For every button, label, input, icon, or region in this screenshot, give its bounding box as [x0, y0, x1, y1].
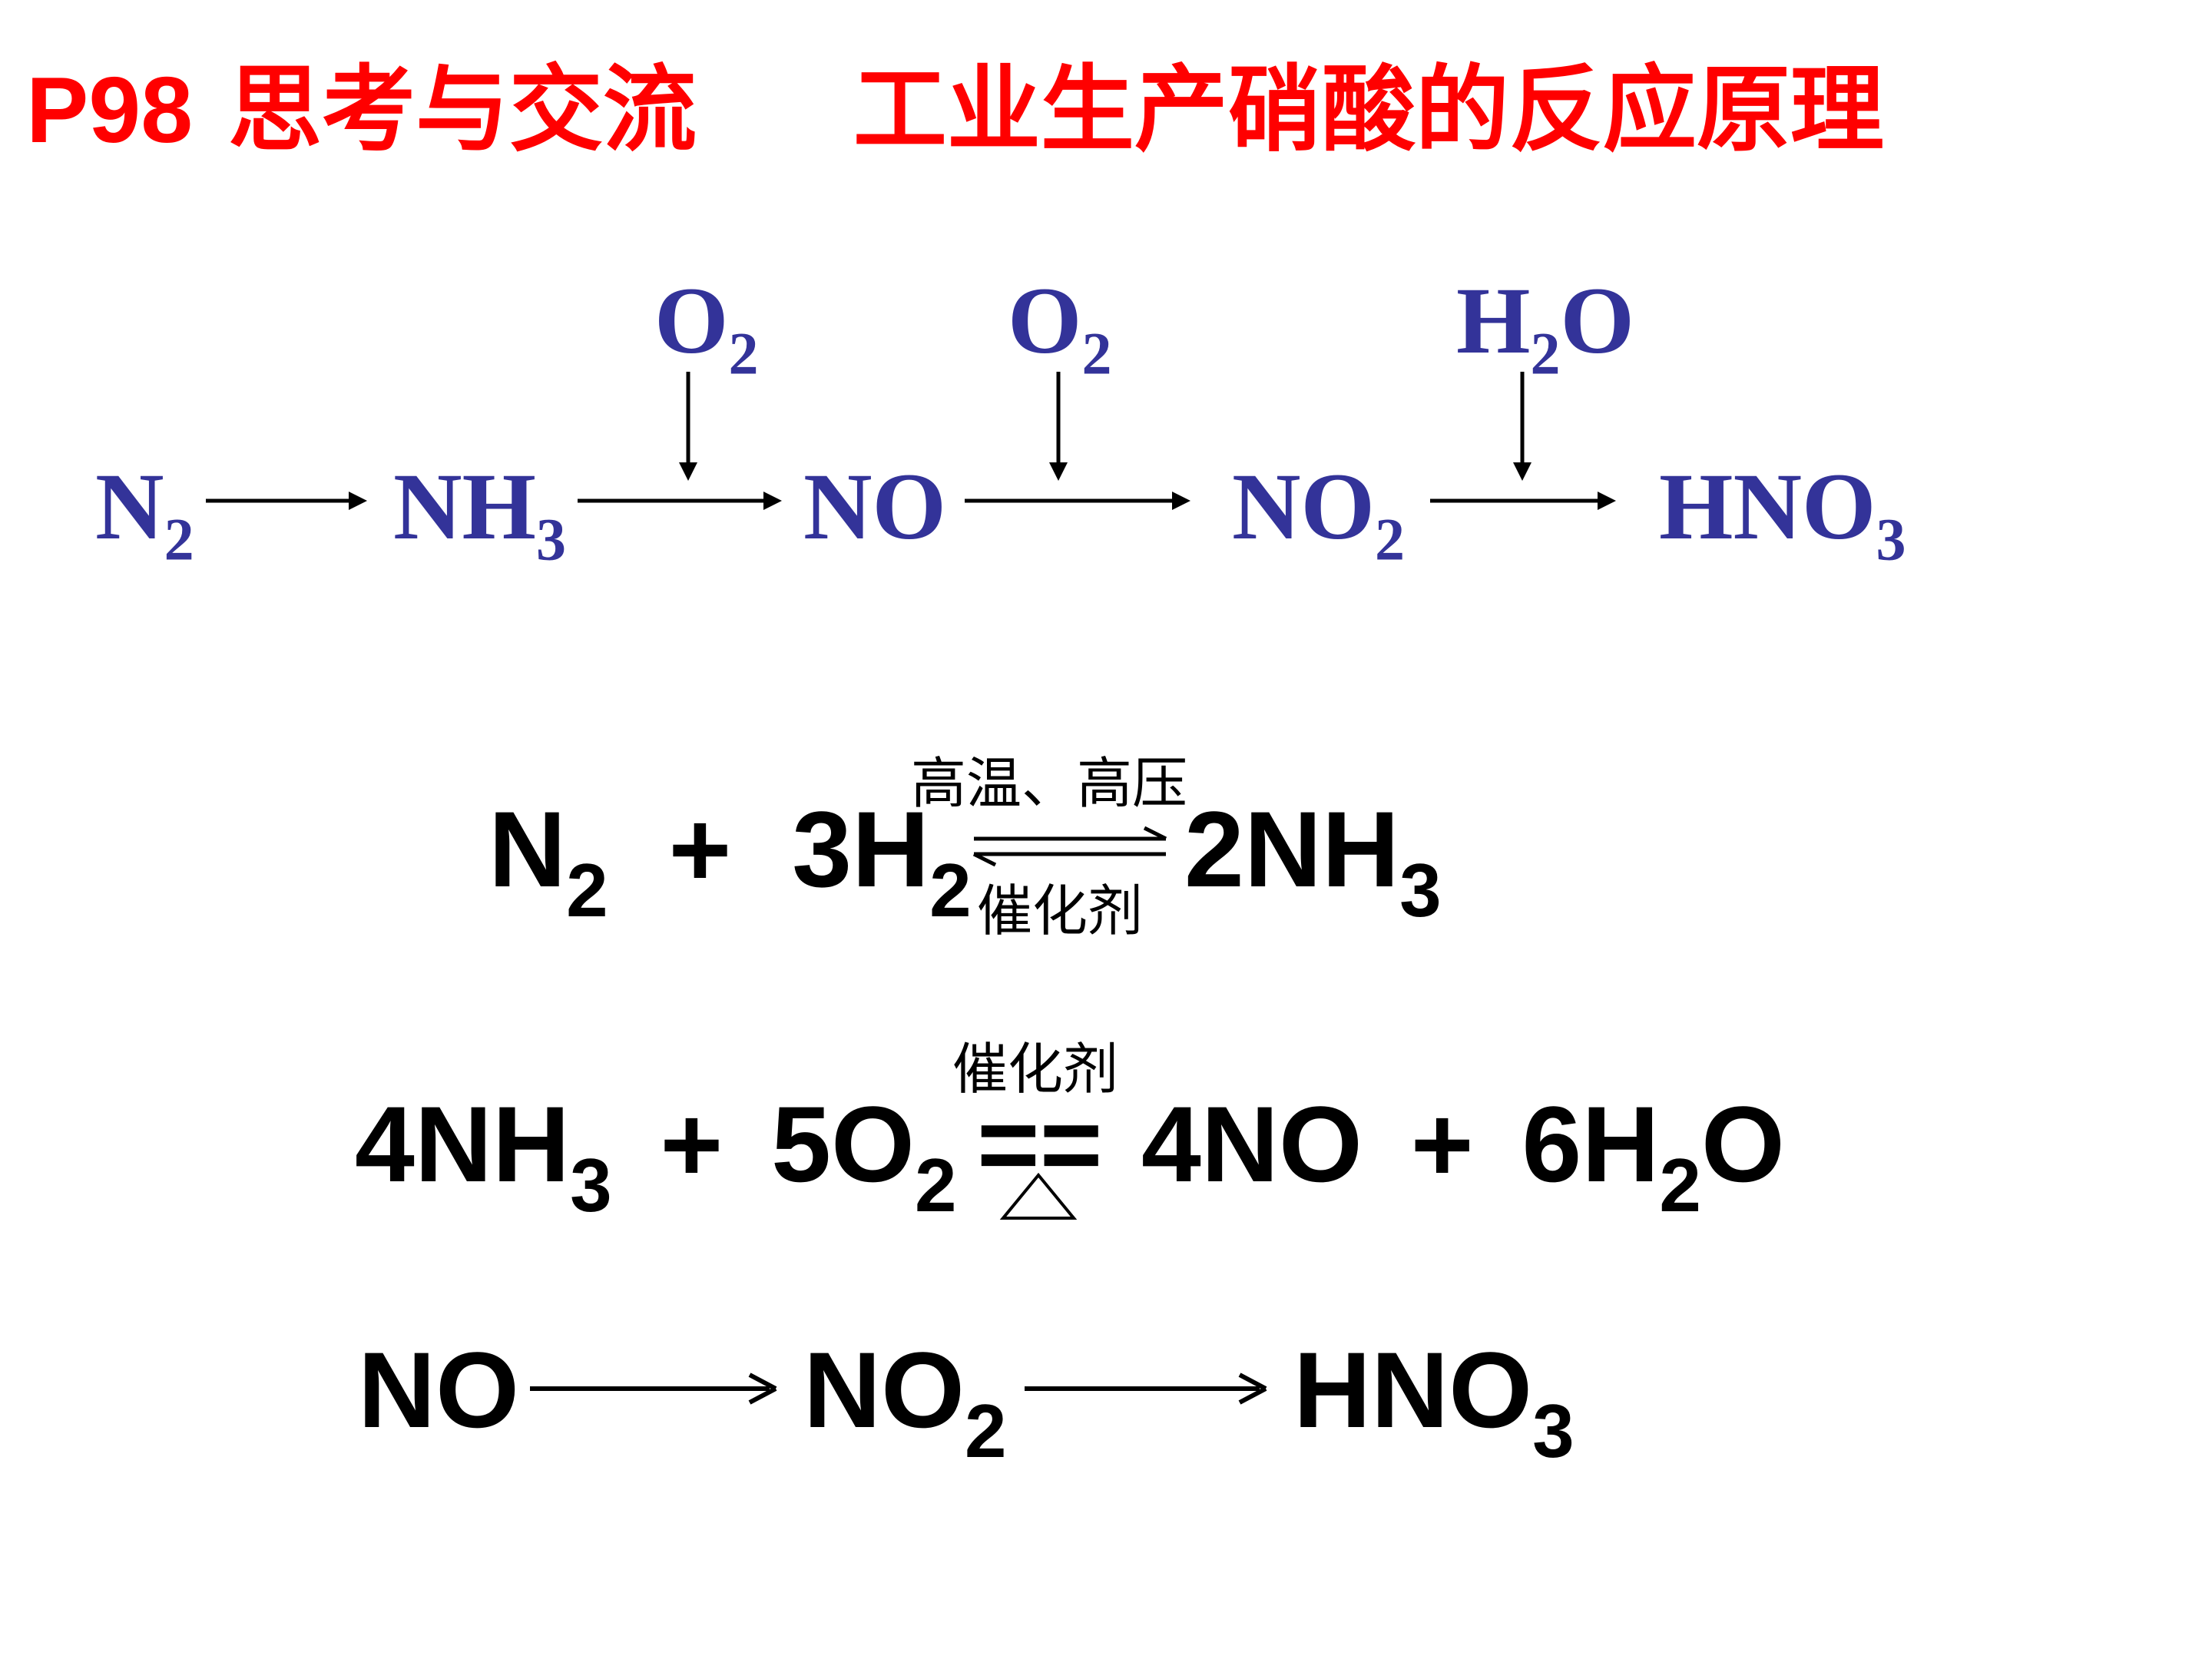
- reversible-arrow-icon: [972, 826, 1167, 867]
- arrow-no-to-no2: [530, 1373, 777, 1405]
- equation-oxidation-products: 4NO + 6H2O: [1141, 1084, 1785, 1228]
- condition-high-temp-pressure: 高温、高压: [911, 751, 1188, 816]
- heat-triangle-icon: [999, 1172, 1078, 1220]
- chain-species-no: NO: [803, 454, 946, 559]
- chain-arrow-down-o2-first: [679, 372, 697, 481]
- chain-species-hno3: HNO3: [1659, 454, 1906, 573]
- section-label: 思考与交流: [227, 58, 697, 162]
- slide-title: P98 思考与交流 工业生产硝酸的反应原理: [26, 63, 1884, 157]
- arrow-no2-to-hno3: [1025, 1373, 1267, 1405]
- chain-arrow-n2-nh3: [206, 492, 367, 510]
- chain-arrow-no2-hno3: [1430, 492, 1616, 510]
- chain-reagent-o2-second: O2: [1008, 268, 1112, 387]
- condition-catalyst-eq2: 催化剂: [952, 1037, 1119, 1101]
- equation-ammonia-product: 2NH3: [1184, 789, 1442, 933]
- equation-ammonia-synthesis: N2 + 3H2: [488, 789, 972, 933]
- topic-label: 工业生产硝酸的反应原理: [853, 58, 1884, 162]
- chain-species-n2: N2: [95, 454, 194, 573]
- page-reference: P98: [26, 58, 194, 162]
- condition-catalyst-eq1: 催化剂: [977, 879, 1144, 943]
- equation-no-chain-no: NO: [358, 1330, 519, 1450]
- equation-no-chain-hno3: HNO3: [1293, 1330, 1575, 1474]
- chain-arrow-down-h2o: [1513, 372, 1532, 481]
- chain-reagent-o2-first: O2: [654, 268, 759, 387]
- chain-arrow-nh3-no: [578, 492, 782, 510]
- chain-species-no2: NO2: [1232, 454, 1405, 573]
- chain-arrow-down-o2-second: [1049, 372, 1068, 481]
- chain-species-nh3: NH3: [393, 454, 566, 573]
- equals-sign: ==: [977, 1084, 1103, 1204]
- chain-reagent-h2o: H2O: [1456, 268, 1634, 387]
- equation-ammonia-oxidation: 4NH3 + 5O2: [355, 1084, 957, 1228]
- chain-arrow-no-no2: [965, 492, 1190, 510]
- equation-no-chain-no2: NO2: [803, 1330, 1007, 1474]
